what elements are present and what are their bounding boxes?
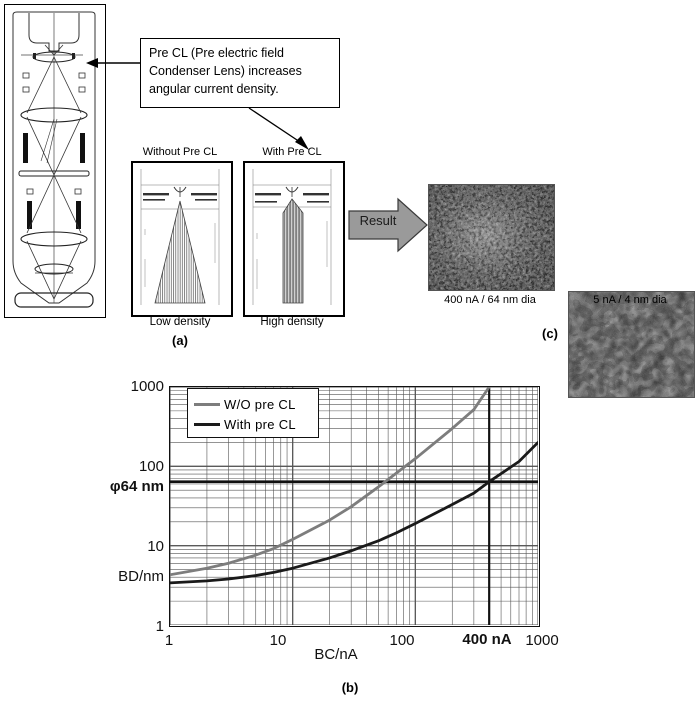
gun-crossover-rays	[44, 44, 64, 56]
result-arrow-label: Result	[359, 213, 397, 228]
ray-converging-right	[53, 116, 82, 176]
micrograph-5na	[568, 291, 695, 398]
legend: W/O pre CL With pre CL	[187, 388, 319, 438]
y-tick-1000: 1000	[130, 378, 164, 395]
panel-label-b: (b)	[341, 680, 359, 695]
ray-aux-left	[40, 118, 55, 162]
intermediate-aperture-plate	[18, 170, 90, 177]
micrograph-400na-image	[429, 185, 554, 290]
coil-mark	[78, 86, 86, 93]
result-arrow: Result	[348, 196, 428, 254]
aperture-blade-right-lower	[76, 201, 81, 229]
coil-mark	[22, 86, 30, 93]
sim-left-caption: Low density	[149, 316, 211, 328]
electron-column-diagram	[12, 11, 96, 308]
legend-item-with: With pre CL	[194, 414, 312, 434]
micrograph-400na-caption: 400 nA / 64 nm dia	[444, 294, 536, 306]
callout-leader-arrow	[86, 58, 143, 68]
micrograph-400na	[428, 184, 555, 291]
panel-label-c: (c)	[542, 326, 558, 341]
pre-cl-aperture-left	[33, 53, 36, 59]
legend-item-without: W/O pre CL	[194, 394, 312, 414]
aperture-blade-left-lower	[27, 201, 32, 229]
legend-label-with: With pre CL	[224, 416, 296, 432]
column-schematic-panel	[4, 4, 106, 318]
plot-frame	[169, 386, 540, 627]
micrograph-5na-image	[569, 292, 694, 397]
objective-lens	[20, 231, 88, 247]
condenser-lens-1	[20, 107, 88, 123]
ray-right	[53, 56, 82, 114]
x-tick-100: 100	[389, 632, 415, 649]
sim-right-title: With Pre CL	[262, 146, 322, 158]
sim-left-title: Without Pre CL	[142, 146, 218, 158]
final-lens	[34, 263, 74, 275]
pre-cl-aperture-right	[72, 53, 75, 59]
x-tick-1000: 1000	[525, 632, 559, 649]
x-400na-annotation: 400 nA	[462, 631, 512, 648]
aperture-blade-right	[80, 133, 85, 163]
sim-right-caption: High density	[260, 316, 324, 328]
ray-left	[26, 56, 55, 114]
y-tick-10: 10	[147, 538, 164, 555]
series-line-without-pre-cl	[170, 387, 491, 577]
legend-swatch-without	[194, 402, 220, 406]
ray-aux-right	[46, 118, 58, 164]
legend-swatch-with	[194, 422, 220, 426]
callout-to-simulation-arrow	[248, 107, 309, 150]
ray-final-right	[53, 240, 82, 300]
y-tick-100: 100	[138, 458, 164, 475]
micrograph-5na-caption: 5 nA / 4 nm dia	[593, 294, 667, 306]
phi-64-nm-annotation: φ64 nm	[109, 478, 164, 495]
legend-label-without: W/O pre CL	[224, 396, 296, 412]
x-tick-10: 10	[269, 632, 287, 649]
coil-mark	[78, 72, 86, 79]
coil-mark	[22, 72, 30, 79]
y-tick-1: 1	[155, 618, 164, 635]
ray-converging-left	[26, 116, 55, 176]
sim-low-density-plot	[133, 163, 227, 311]
callout-box: Pre CL (Pre electric field Condenser Len…	[140, 38, 340, 108]
x-axis-title: BC/nA	[314, 646, 358, 663]
panel-label-a: (a)	[172, 333, 188, 348]
series-line-with-pre-cl	[170, 441, 538, 585]
callout-text: Pre CL (Pre electric field Condenser Len…	[149, 46, 302, 96]
ray-diverging-right	[53, 174, 82, 234]
specimen-stage	[14, 292, 94, 308]
column-body-outline	[12, 11, 96, 304]
sim-high-density-plot	[245, 163, 339, 311]
y-axis-title: BD/nm	[118, 568, 164, 585]
coil-mark	[74, 188, 82, 195]
ray-final-left	[26, 240, 55, 300]
sim-right-frame	[243, 161, 345, 317]
result-block-arrow	[348, 197, 428, 253]
sim-left-frame	[131, 161, 233, 317]
ray-diverging-left	[26, 174, 55, 234]
x-tick-1: 1	[164, 632, 174, 649]
aperture-blade-left	[23, 133, 28, 163]
coil-mark	[26, 188, 34, 195]
graph-panel: 1000 100 10 1 φ64 nm BD/nm 1 10 100 1000…	[0, 370, 700, 670]
